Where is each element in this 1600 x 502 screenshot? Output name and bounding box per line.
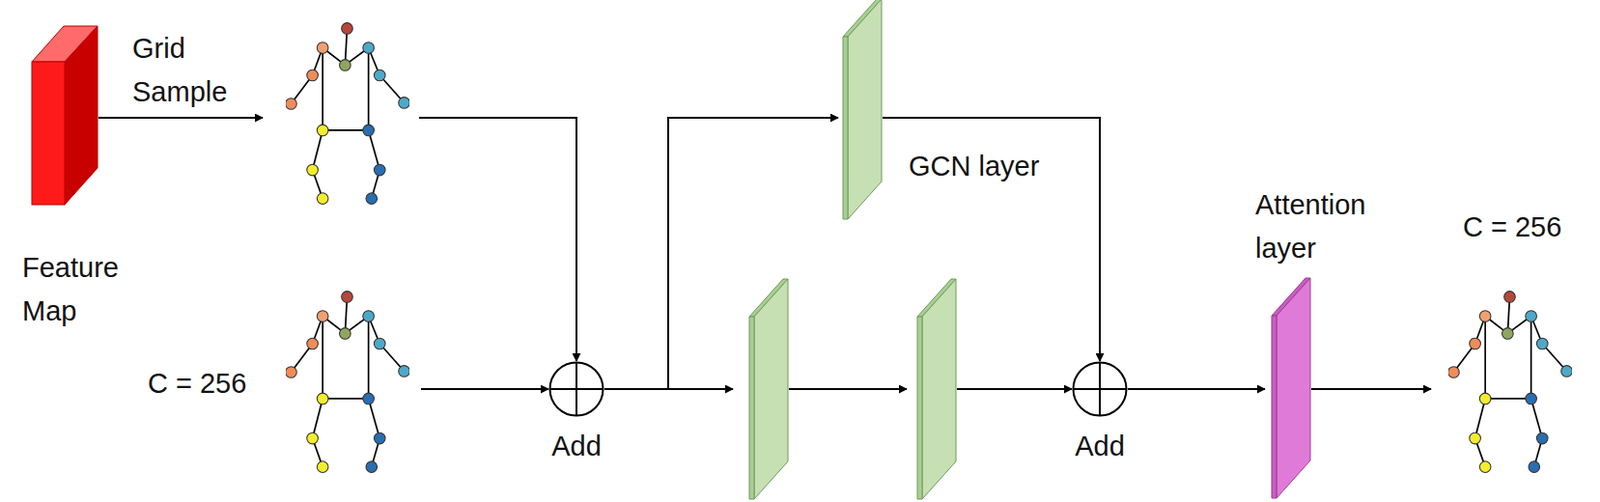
node-shape bbox=[285, 288, 410, 475]
layer-slab bbox=[748, 278, 789, 501]
skeleton-figure bbox=[285, 288, 410, 475]
arrow-connector bbox=[1311, 388, 1432, 391]
node-shape bbox=[548, 361, 605, 418]
edge-label: Grid Sample bbox=[132, 27, 249, 114]
node-shape bbox=[916, 278, 957, 501]
arrow-connector bbox=[419, 117, 577, 362]
skeleton-graph: C = 256 bbox=[144, 288, 410, 475]
arrow-connector bbox=[882, 117, 1100, 362]
layer-slab bbox=[916, 278, 957, 501]
node-label: GCN layer bbox=[908, 144, 1054, 189]
add-node: Add bbox=[537, 361, 616, 468]
add-symbol bbox=[548, 361, 605, 418]
node-shape bbox=[30, 25, 99, 206]
layer-slab bbox=[916, 278, 957, 501]
node-label: C = 256 bbox=[1462, 205, 1584, 250]
node-shape bbox=[285, 20, 410, 206]
attention-layer: Attention layer bbox=[1255, 183, 1401, 501]
node-label: Add bbox=[1061, 424, 1139, 469]
node-shape bbox=[748, 278, 789, 501]
layer-slab bbox=[1270, 277, 1312, 500]
arrow-connector bbox=[1127, 388, 1265, 391]
node-shape bbox=[1071, 361, 1128, 418]
node-label: Feature Map bbox=[22, 246, 139, 334]
skeleton-graph bbox=[285, 20, 410, 206]
node-shape bbox=[1448, 288, 1572, 475]
arrow-connector bbox=[98, 116, 263, 119]
add-symbol bbox=[1071, 361, 1128, 418]
feature-map-block bbox=[30, 25, 99, 206]
gcn-layer: GCN layer bbox=[842, 0, 1055, 223]
node-label: Attention layer bbox=[1255, 183, 1401, 271]
node-label: C = 256 bbox=[147, 362, 274, 406]
node-label: Add bbox=[537, 424, 616, 469]
layer-slab bbox=[748, 278, 789, 501]
node-shape bbox=[1270, 277, 1312, 500]
node-shape bbox=[842, 0, 883, 221]
arrow-connector bbox=[604, 117, 839, 390]
arrow-connector bbox=[421, 388, 549, 391]
skeleton-figure bbox=[285, 20, 410, 206]
layer-slab bbox=[842, 0, 883, 221]
feature-map: Feature Map bbox=[19, 19, 145, 305]
skeleton-figure bbox=[1448, 288, 1572, 475]
arrow-connector bbox=[956, 388, 1072, 391]
skeleton-graph: C = 256 bbox=[1448, 217, 1589, 475]
add-node: Add bbox=[1061, 361, 1139, 468]
arrow-connector bbox=[788, 388, 907, 391]
